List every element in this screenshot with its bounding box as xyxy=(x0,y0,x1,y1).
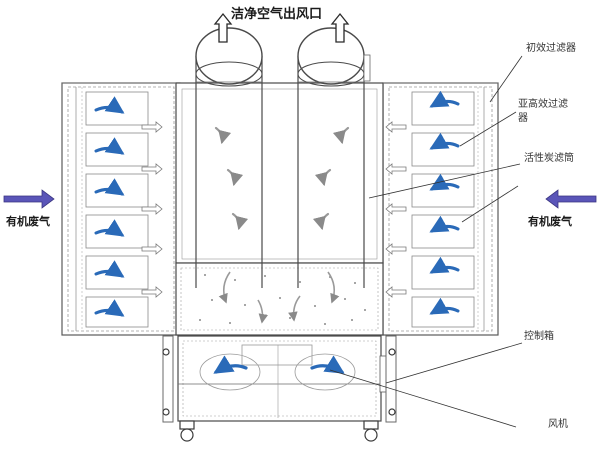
left-gray-arrows xyxy=(141,121,163,298)
fan-label: 风机 xyxy=(548,419,568,430)
left-flow-arrows xyxy=(94,96,125,317)
inlet-label-right: 有机废气 xyxy=(528,215,572,228)
callout-lines xyxy=(329,55,523,428)
inlet-label-left: 有机废气 xyxy=(6,215,50,228)
right-gray-arrows xyxy=(385,121,407,298)
right-flow-arrows xyxy=(429,90,460,315)
control-box xyxy=(177,335,387,422)
sub-high-filter-label-cont: 器 xyxy=(518,113,528,124)
left-duct xyxy=(195,27,263,288)
left-carbon-cartridges xyxy=(85,91,149,328)
caster-wheel-icon xyxy=(162,348,396,442)
fan-flow-arrows xyxy=(213,355,345,374)
center-housing xyxy=(175,82,384,264)
primary-filter-label: 初效过滤器 xyxy=(526,43,576,54)
sub-high-filter-label: 亚高效过滤 xyxy=(518,99,568,110)
duct-flow-arrows xyxy=(214,126,350,231)
up-arrow-icon xyxy=(213,12,350,43)
sub-high-filter-chamber xyxy=(175,262,384,336)
control-box-label: 控制箱 xyxy=(524,331,554,342)
outlet-label: 洁净空气出风口 xyxy=(231,7,323,22)
right-left-arrow-icon xyxy=(3,189,597,209)
carbon-filter-label: 活性炭滤筒 xyxy=(524,153,574,164)
frame-edges xyxy=(62,82,498,423)
right-duct xyxy=(297,27,371,288)
